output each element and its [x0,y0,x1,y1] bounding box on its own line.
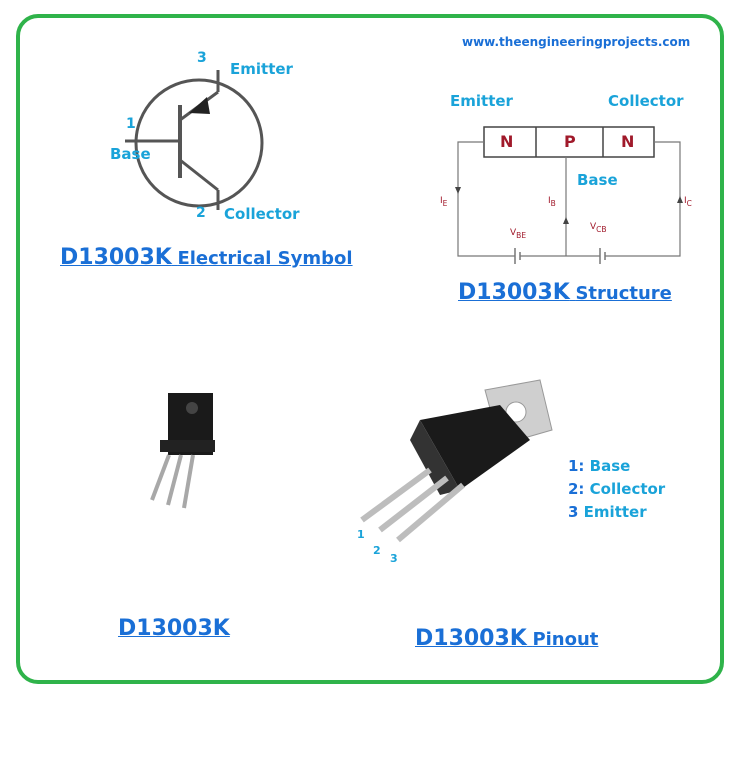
symbol-caption: D13003K Electrical Symbol [60,245,353,270]
ib-arrow-icon [563,217,569,224]
symbol-pin2-number: 2 [196,205,206,221]
symbol-base-label: Base [110,145,151,163]
structure-caption-part: D13003K [458,280,570,305]
transistor-symbol [125,70,264,210]
emitter-arrow-icon [189,97,210,114]
symbol-pin3-number: 3 [197,50,207,66]
lead-number-1: 1 [357,528,365,541]
symbol-caption-part: D13003K [60,245,172,270]
symbol-collector-label: Collector [224,205,300,223]
pinout-item-emitter: 3 Emitter [568,503,647,521]
layer-p-base: P [564,132,576,151]
ib-label: IB [548,196,556,208]
symbol-caption-rest: Electrical Symbol [177,248,353,269]
ic-label: IC [684,196,692,208]
structure-caption: D13003K Structure [458,280,672,305]
vbe-label: VBE [510,228,527,240]
pinout-caption-part: D13003K [415,626,527,651]
diagram-frame [16,14,724,684]
package-caption: D13003K [118,616,230,641]
vcb-label: VCB [590,222,607,234]
to220-package-image [360,379,553,543]
pinout-list: 1: Base 2: Collector 3 Emitter [568,455,665,524]
structure-diagram [455,126,683,264]
pinout-caption: D13003K Pinout [415,626,598,651]
layer-n-emitter: N [500,132,514,151]
pinout-caption-rest: Pinout [532,629,599,650]
ie-arrow-icon [455,187,461,194]
pinout-item-collector: 2: Collector [568,480,666,498]
structure-caption-rest: Structure [575,283,672,304]
symbol-pin1-number: 1 [126,116,136,132]
symbol-emitter-label: Emitter [230,60,293,78]
watermark-url: www.theengineeringprojects.com [462,35,691,49]
structure-collector-label: Collector [608,92,684,110]
structure-base-label: Base [577,171,618,189]
pinout-item-base: 1: Base [568,457,631,475]
lead-number-2: 2 [373,544,381,557]
structure-emitter-label: Emitter [450,92,513,110]
ic-arrow-icon [677,196,683,203]
lead-number-3: 3 [390,552,398,565]
ie-label: IE [440,196,448,208]
layer-n-collector: N [621,132,635,151]
transistor-package-image [150,393,215,509]
